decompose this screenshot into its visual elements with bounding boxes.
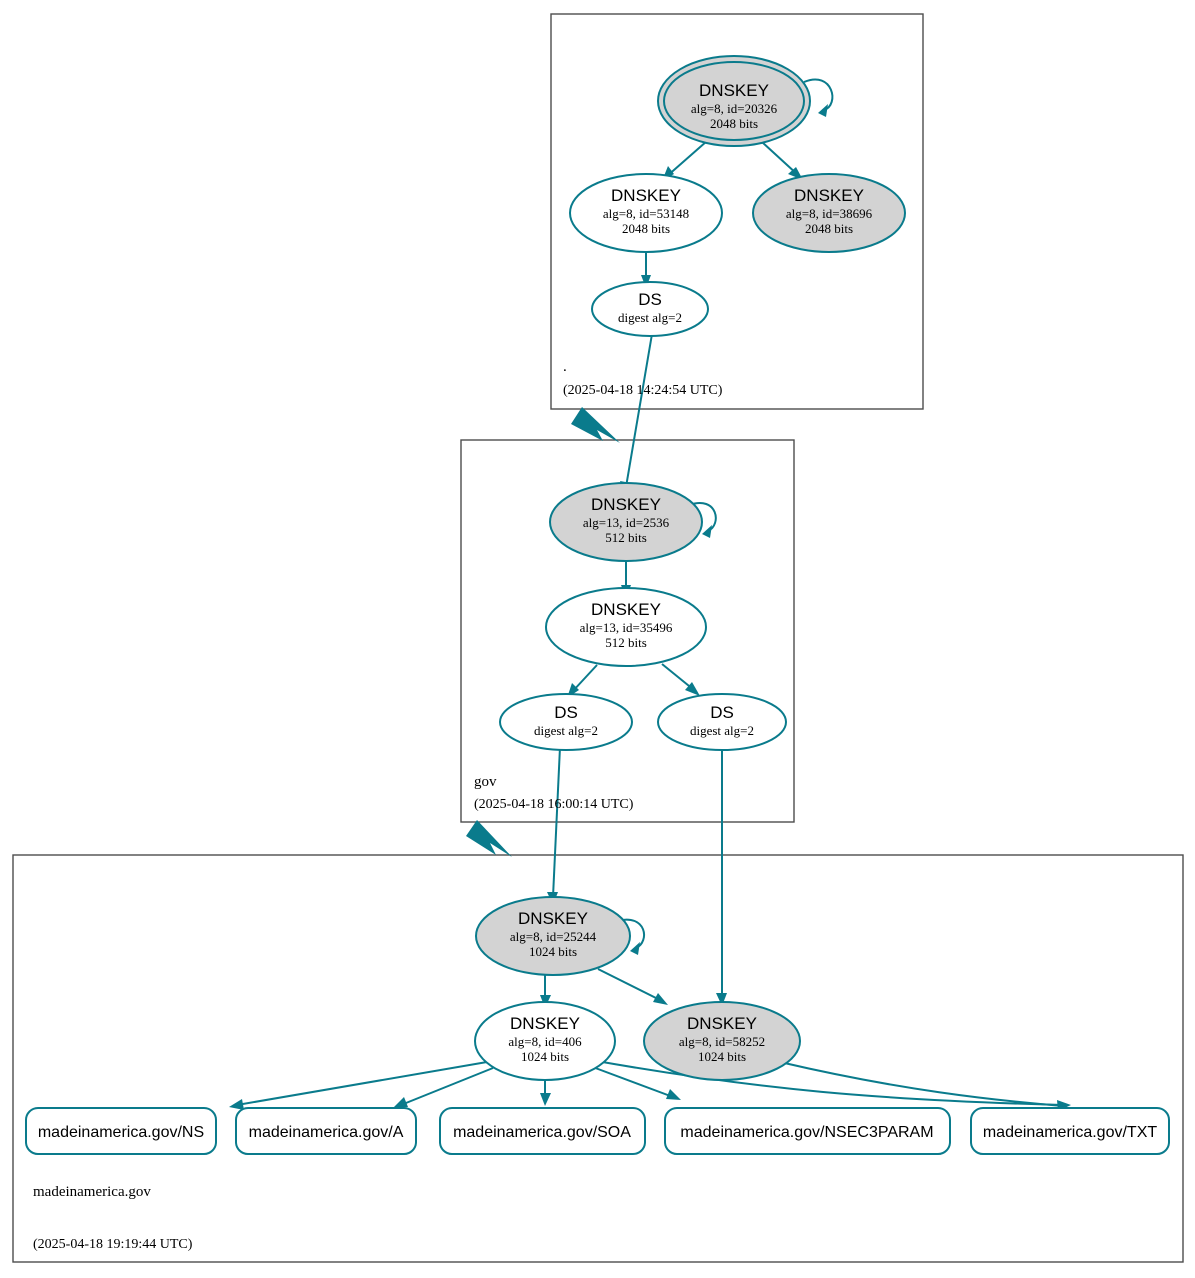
node-gov-ds-right[interactable]: DS digest alg=2 — [657, 693, 787, 751]
rrset-label: madeinamerica.gov/SOA — [453, 1124, 631, 1141]
zone-label-root: . — [563, 359, 567, 375]
zone-timestamp-gov: (2025-04-18 16:00:14 UTC) — [474, 797, 634, 812]
node-label-bits: 2048 bits — [622, 221, 670, 236]
edge-mia-key-58252-to-rrset-txt — [779, 1061, 1064, 1107]
edge-gov-ds-right-to-mia-key-58252 — [716, 747, 727, 1006]
node-label-bits: 512 bits — [605, 635, 647, 650]
node-root-dnskey-53148[interactable]: DNSKEY alg=8, id=53148 2048 bits — [569, 173, 723, 253]
edge-mia-zsk-to-rrset-nsec3param — [589, 1065, 681, 1100]
edge-gov-zsk-to-ds-left — [567, 664, 598, 698]
node-label-type: DNSKEY — [611, 186, 681, 205]
node-label-type: DS — [638, 290, 662, 309]
zone-link-root-to-gov — [571, 407, 620, 443]
edge-root-ksk-to-key-38696 — [761, 141, 803, 180]
node-label-alg: alg=13, id=2536 — [583, 515, 670, 530]
node-label-type: DNSKEY — [591, 600, 661, 619]
zone-box-madeinamerica — [12, 854, 1184, 1263]
node-label-alg: alg=8, id=406 — [508, 1034, 582, 1049]
zone-label-madeinamerica: madeinamerica.gov — [33, 1184, 151, 1200]
node-label-type: DNSKEY — [510, 1014, 580, 1033]
node-gov-dnskey-2536[interactable]: DNSKEY alg=13, id=2536 512 bits — [549, 482, 703, 562]
node-label-type: DS — [554, 703, 578, 722]
edge-self-sign-root-ksk-20326 — [803, 78, 834, 117]
node-label-type: DNSKEY — [794, 186, 864, 205]
node-label-type: DNSKEY — [591, 495, 661, 514]
node-label-bits: 2048 bits — [710, 116, 758, 131]
node-label-alg: alg=8, id=25244 — [510, 929, 597, 944]
node-label-bits: 1024 bits — [521, 1049, 569, 1064]
node-mia-dnskey-406[interactable]: DNSKEY alg=8, id=406 1024 bits — [474, 1001, 616, 1081]
node-root-dnskey-20326[interactable]: DNSKEY alg=8, id=20326 2048 bits — [657, 55, 811, 147]
node-label-digest: digest alg=2 — [618, 310, 682, 325]
node-gov-dnskey-35496[interactable]: DNSKEY alg=13, id=35496 512 bits — [545, 587, 707, 667]
edge-gov-ds-left-to-mia-ksk — [547, 746, 561, 905]
node-label-digest: digest alg=2 — [534, 723, 598, 738]
node-label-alg: alg=8, id=53148 — [603, 206, 689, 221]
zone-timestamp-root: (2025-04-18 14:24:54 UTC) — [563, 383, 723, 398]
rrset-madeinamerica-gov-nsec3param[interactable]: madeinamerica.gov/NSEC3PARAM — [664, 1107, 951, 1155]
node-label-bits: 2048 bits — [805, 221, 853, 236]
node-label-alg: alg=8, id=38696 — [786, 206, 873, 221]
node-root-ds[interactable]: DS digest alg=2 — [591, 281, 709, 337]
node-label-bits: 512 bits — [605, 530, 647, 545]
node-label-bits: 1024 bits — [529, 944, 577, 959]
edge-root-ds-to-gov-ksk — [620, 333, 653, 495]
node-mia-dnskey-58252[interactable]: DNSKEY alg=8, id=58252 1024 bits — [643, 1001, 801, 1081]
node-label-alg: alg=8, id=20326 — [691, 101, 778, 116]
zone-timestamp-madeinamerica: (2025-04-18 19:19:44 UTC) — [33, 1237, 193, 1252]
edge-mia-zsk-to-rrset-a — [393, 1067, 494, 1108]
zone-label-gov: gov — [474, 774, 497, 790]
rrset-label: madeinamerica.gov/TXT — [983, 1124, 1158, 1141]
node-label-alg: alg=8, id=58252 — [679, 1034, 765, 1049]
node-gov-ds-left[interactable]: DS digest alg=2 — [499, 693, 633, 751]
edge-mia-ksk-to-key-58252 — [597, 968, 668, 1005]
edge-self-sign-gov-ksk-2536 — [688, 502, 717, 538]
node-mia-dnskey-25244[interactable]: DNSKEY alg=8, id=25244 1024 bits — [475, 896, 631, 976]
node-label-alg: alg=13, id=35496 — [580, 620, 673, 635]
rrset-label: madeinamerica.gov/NS — [38, 1124, 204, 1141]
node-label-bits: 1024 bits — [698, 1049, 746, 1064]
zone-box-gov — [460, 439, 795, 823]
rrset-madeinamerica-gov-ns[interactable]: madeinamerica.gov/NS — [25, 1107, 217, 1155]
edge-mia-zsk-to-rrset-ns — [229, 1061, 488, 1110]
rrset-madeinamerica-gov-txt[interactable]: madeinamerica.gov/TXT — [970, 1107, 1170, 1155]
node-label-type: DNSKEY — [518, 909, 588, 928]
rrset-madeinamerica-gov-soa[interactable]: madeinamerica.gov/SOA — [439, 1107, 646, 1155]
node-root-dnskey-38696[interactable]: DNSKEY alg=8, id=38696 2048 bits — [752, 173, 906, 253]
edge-gov-zsk-to-ds-right — [661, 663, 700, 696]
node-label-type: DNSKEY — [699, 81, 769, 100]
zone-box-root — [550, 13, 924, 410]
rrset-label: madeinamerica.gov/A — [249, 1124, 404, 1141]
zone-link-gov-to-madeinamerica — [466, 820, 512, 857]
node-label-type: DNSKEY — [687, 1014, 757, 1033]
rrset-madeinamerica-gov-a[interactable]: madeinamerica.gov/A — [235, 1107, 417, 1155]
node-label-type: DS — [710, 703, 734, 722]
rrset-label: madeinamerica.gov/NSEC3PARAM — [680, 1124, 933, 1141]
node-label-digest: digest alg=2 — [690, 723, 754, 738]
